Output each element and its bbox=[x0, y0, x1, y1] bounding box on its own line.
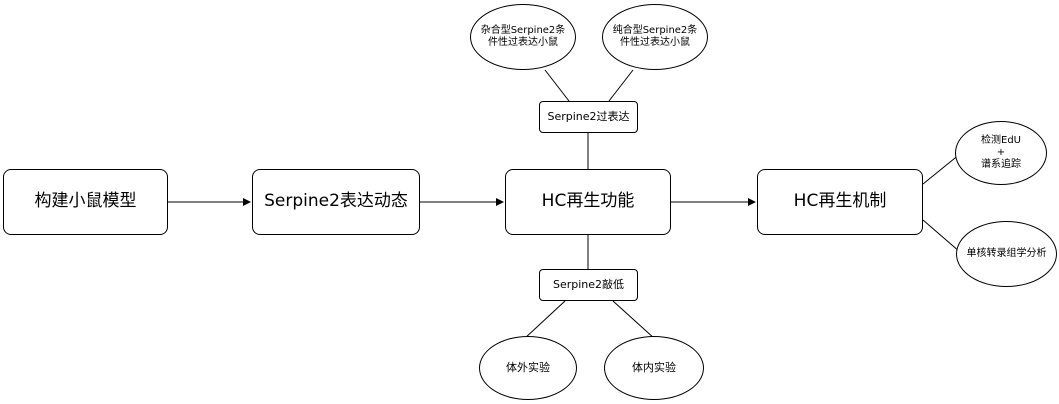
edge-mechanism-to-edu bbox=[922, 153, 961, 185]
node-edu-tracing: 检测EdU + 谱系追踪 bbox=[955, 121, 1047, 185]
node-in-vitro-label: 体外实验 bbox=[506, 361, 550, 375]
node-hetero-overexpression: 杂合型Serpine2条 件性过表达小鼠 bbox=[470, 4, 576, 70]
node-hc-mechanism-label: HC再生机制 bbox=[793, 191, 887, 212]
edge-overexpression-to-homo bbox=[608, 69, 634, 102]
node-knockdown-label: Serpine2敲低 bbox=[552, 278, 625, 292]
edge-mechanism-to-scrnaseq bbox=[922, 219, 961, 253]
node-in-vivo: 体内实验 bbox=[604, 336, 704, 400]
node-in-vivo-label: 体内实验 bbox=[632, 361, 676, 375]
edge-knockdown-to-invivo bbox=[612, 300, 656, 340]
node-edu-tracing-label: 检测EdU + 谱系追踪 bbox=[981, 135, 1021, 170]
node-homo-overexpression-label: 纯合型Serpine2条 件性过表达小鼠 bbox=[612, 25, 698, 48]
node-hetero-overexpression-label: 杂合型Serpine2条 件性过表达小鼠 bbox=[480, 25, 566, 48]
node-knockdown: Serpine2敲低 bbox=[539, 269, 638, 301]
node-build-model-label: 构建小鼠模型 bbox=[34, 191, 137, 212]
node-scrnaseq-label: 单核转录组学分析 bbox=[966, 248, 1047, 259]
node-hc-mechanism: HC再生机制 bbox=[757, 169, 923, 235]
node-expression-dynamics-label: Serpine2表达动态 bbox=[264, 191, 408, 212]
edge-overexpression-to-hetero bbox=[544, 69, 570, 102]
node-build-model: 构建小鼠模型 bbox=[3, 169, 168, 235]
node-overexpression-label: Serpine2过表达 bbox=[547, 110, 630, 124]
node-hc-regeneration: HC再生功能 bbox=[505, 169, 671, 235]
node-homo-overexpression: 纯合型Serpine2条 件性过表达小鼠 bbox=[602, 4, 708, 70]
node-in-vitro: 体外实验 bbox=[479, 336, 577, 400]
edge-knockdown-to-invitro bbox=[523, 300, 566, 340]
node-hc-regeneration-label: HC再生功能 bbox=[541, 191, 635, 212]
node-expression-dynamics: Serpine2表达动态 bbox=[252, 169, 420, 235]
node-overexpression: Serpine2过表达 bbox=[539, 101, 638, 133]
node-scrnaseq: 单核转录组学分析 bbox=[956, 221, 1057, 287]
